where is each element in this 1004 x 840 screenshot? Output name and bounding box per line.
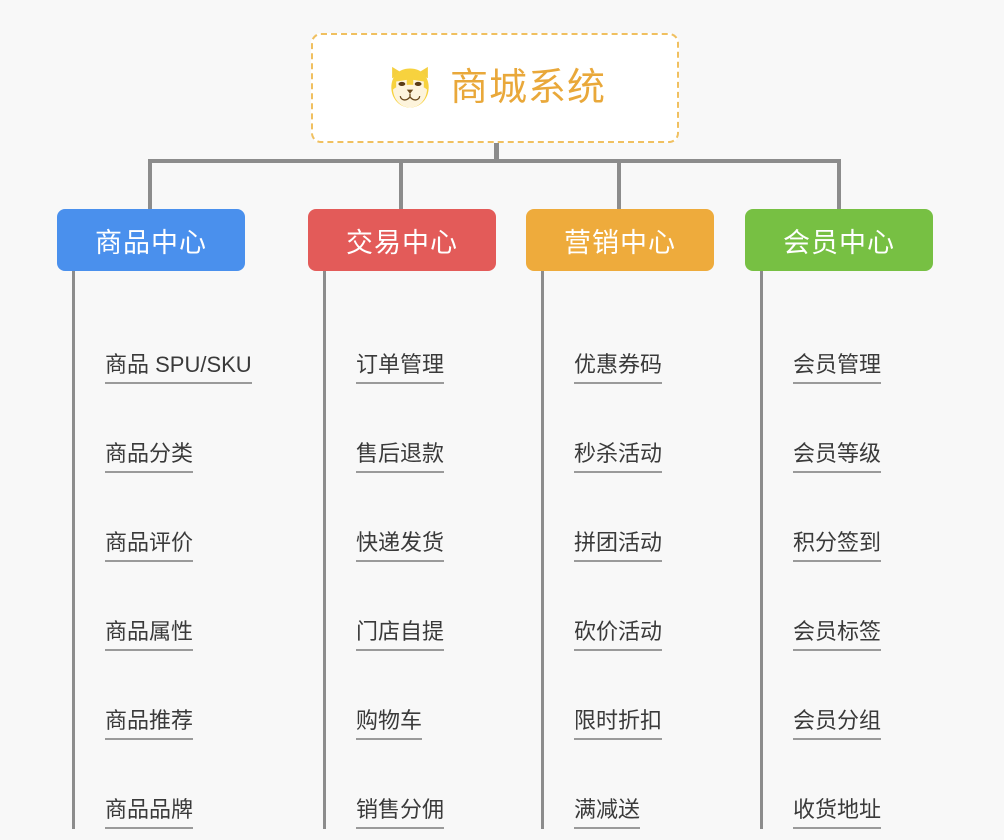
list-item-label: 砍价活动 [574, 619, 663, 651]
category-column-product: 商品中心 商品 SPU/SKU 商品分类 商品评价 商品属性 商品推荐 商品品牌 [57, 209, 252, 829]
connector-drop-column-1 [148, 159, 152, 210]
list-item-label: 优惠券码 [574, 352, 663, 384]
root-node[interactable]: 商城系统 [311, 33, 679, 143]
list-item-label: 商品分类 [105, 441, 194, 473]
list-item[interactable]: 会员管理 [763, 295, 933, 384]
list-item[interactable]: 满减送 [544, 740, 714, 829]
list-item[interactable]: 会员分组 [763, 651, 933, 740]
list-item[interactable]: 会员标签 [763, 562, 933, 651]
list-item-label: 会员标签 [793, 619, 882, 651]
list-item[interactable]: 限时折扣 [544, 651, 714, 740]
list-item-label: 会员分组 [793, 708, 882, 740]
category-title: 会员中心 [783, 227, 895, 258]
list-item-label: 门店自提 [356, 619, 445, 651]
list-item-label: 收货地址 [793, 797, 882, 829]
list-item-label: 商品推荐 [105, 708, 194, 740]
list-item-label: 拼团活动 [574, 530, 663, 562]
list-item-label: 会员等级 [793, 441, 882, 473]
sub-item-list: 会员管理 会员等级 积分签到 会员标签 会员分组 收货地址 [760, 271, 933, 829]
list-item-label: 商品属性 [105, 619, 194, 651]
category-title: 交易中心 [346, 227, 458, 258]
list-item[interactable]: 商品品牌 [75, 740, 245, 829]
list-item[interactable]: 秒杀活动 [544, 384, 714, 473]
category-header-product[interactable]: 商品中心 [57, 209, 245, 271]
list-item[interactable]: 门店自提 [326, 562, 496, 651]
connector-root-stem [494, 143, 499, 162]
list-item-label: 满减送 [574, 797, 641, 829]
connector-drop-column-2 [399, 159, 403, 210]
list-item-label: 快递发货 [356, 530, 445, 562]
shiba-dog-icon [391, 66, 429, 108]
list-item[interactable]: 商品分类 [75, 384, 245, 473]
sub-item-list: 商品 SPU/SKU 商品分类 商品评价 商品属性 商品推荐 商品品牌 [72, 271, 252, 829]
category-column-member: 会员中心 会员管理 会员等级 积分签到 会员标签 会员分组 收货地址 [745, 209, 933, 829]
category-header-trade[interactable]: 交易中心 [308, 209, 496, 271]
list-item[interactable]: 商品属性 [75, 562, 245, 651]
list-item-label: 销售分佣 [356, 797, 445, 829]
list-item[interactable]: 商品推荐 [75, 651, 245, 740]
list-item[interactable]: 优惠券码 [544, 295, 714, 384]
list-item[interactable]: 拼团活动 [544, 473, 714, 562]
category-title: 营销中心 [564, 227, 676, 258]
list-item-label: 秒杀活动 [574, 441, 663, 473]
connector-drop-column-4 [837, 159, 841, 210]
list-item-label: 售后退款 [356, 441, 445, 473]
list-item[interactable]: 订单管理 [326, 295, 496, 384]
connector-drop-column-3 [617, 159, 621, 210]
list-item[interactable]: 会员等级 [763, 384, 933, 473]
category-column-marketing: 营销中心 优惠券码 秒杀活动 拼团活动 砍价活动 限时折扣 满减送 [526, 209, 714, 829]
list-item[interactable]: 商品 SPU/SKU [75, 295, 252, 384]
list-item-label: 会员管理 [793, 352, 882, 384]
connector-horizontal-bus [149, 159, 841, 163]
list-item[interactable]: 积分签到 [763, 473, 933, 562]
list-item[interactable]: 快递发货 [326, 473, 496, 562]
list-item[interactable]: 购物车 [326, 651, 496, 740]
category-column-trade: 交易中心 订单管理 售后退款 快递发货 门店自提 购物车 销售分佣 [308, 209, 496, 829]
list-item[interactable]: 售后退款 [326, 384, 496, 473]
list-item-label: 商品评价 [105, 530, 194, 562]
list-item[interactable]: 销售分佣 [326, 740, 496, 829]
sub-item-list: 优惠券码 秒杀活动 拼团活动 砍价活动 限时折扣 满减送 [541, 271, 714, 829]
list-item[interactable]: 砍价活动 [544, 562, 714, 651]
root-title: 商城系统 [449, 67, 606, 109]
sub-item-list: 订单管理 售后退款 快递发货 门店自提 购物车 销售分佣 [323, 271, 496, 829]
category-title: 商品中心 [95, 227, 207, 258]
list-item-label: 限时折扣 [574, 708, 663, 740]
category-header-member[interactable]: 会员中心 [745, 209, 933, 271]
list-item-label: 订单管理 [356, 352, 445, 384]
list-item-label: 积分签到 [793, 530, 882, 562]
list-item[interactable]: 商品评价 [75, 473, 245, 562]
list-item-label: 购物车 [356, 708, 423, 740]
list-item-label: 商品品牌 [105, 797, 194, 829]
list-item-label: 商品 SPU/SKU [105, 352, 252, 384]
category-header-marketing[interactable]: 营销中心 [526, 209, 714, 271]
list-item[interactable]: 收货地址 [763, 740, 933, 829]
